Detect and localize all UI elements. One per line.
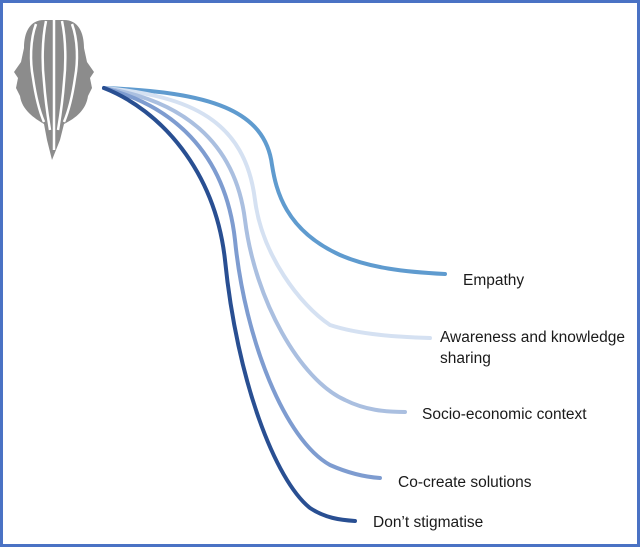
branch-curve-empathy — [102, 86, 447, 276]
faces-profile-icon — [14, 20, 94, 160]
branch-label-stigmatise: Don’t stigmatise — [373, 514, 484, 531]
branch-curve-stigmatise — [102, 86, 357, 523]
branch-curve-awareness — [102, 86, 432, 340]
branch-curve-cocreate — [102, 86, 382, 480]
branch-label-awareness: Awareness and knowledge sharing — [440, 329, 625, 367]
branch-label-cocreate: Co-create solutions — [398, 474, 532, 491]
branch-label-empathy: Empathy — [463, 272, 525, 289]
branch-curves — [102, 86, 447, 523]
branch-label-socio: Socio-economic context — [422, 406, 587, 423]
branch-curve-socio — [102, 86, 407, 414]
profile-separators — [29, 20, 79, 150]
